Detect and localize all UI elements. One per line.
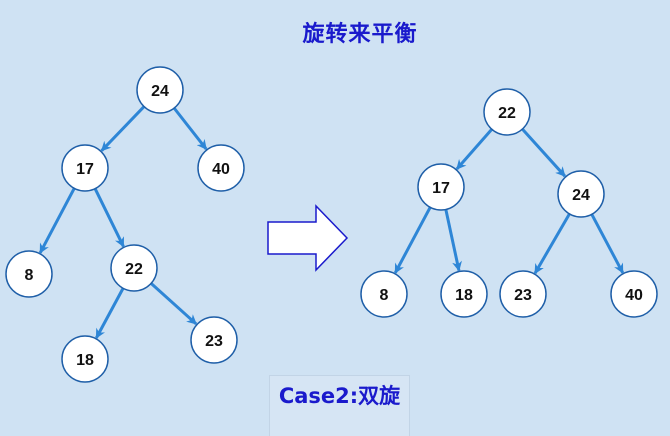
nodes-layer: 24 17 40 8 22 18 23 22 17 24 8 18 23 40 xyxy=(5,66,658,383)
before-node-40: 40 xyxy=(197,144,245,192)
edges-layer xyxy=(38,105,625,339)
before-node-18: 18 xyxy=(61,335,109,383)
diagram-title: 旋转来平衡 xyxy=(302,22,418,47)
transform-arrow xyxy=(267,204,349,272)
before-edge-b22-b18 xyxy=(95,287,125,339)
before-node-label-17: 17 xyxy=(76,161,94,178)
after-edge-a24-a40 xyxy=(590,213,625,274)
after-node-18: 18 xyxy=(440,270,488,318)
after-node-circle-22 xyxy=(483,88,531,136)
after-edge-a24-a23 xyxy=(533,213,571,275)
after-node-circle-40 xyxy=(610,270,658,318)
after-node-8: 8 xyxy=(360,270,408,318)
after-node-circle-8 xyxy=(360,270,408,318)
after-node-label-18: 18 xyxy=(455,287,473,304)
after-edge-a22-a17 xyxy=(455,128,493,170)
after-edge-a17-a18 xyxy=(444,209,462,272)
after-node-17: 17 xyxy=(417,163,465,211)
before-node-circle-23 xyxy=(190,316,238,364)
after-node-circle-24 xyxy=(557,170,605,218)
before-edge-b24-b40 xyxy=(172,107,208,151)
before-node-circle-22 xyxy=(110,244,158,292)
before-node-label-40: 40 xyxy=(212,161,230,178)
caption-box: Case2:双旋 xyxy=(269,375,410,436)
before-node-label-23: 23 xyxy=(205,333,223,350)
before-edge-b17-b8 xyxy=(38,187,76,254)
after-node-label-24: 24 xyxy=(572,187,590,204)
after-node-24: 24 xyxy=(557,170,605,218)
before-edge-b22-b23 xyxy=(150,282,198,326)
after-node-circle-18 xyxy=(440,270,488,318)
before-node-17: 17 xyxy=(61,144,109,192)
before-edge-b17-b22 xyxy=(93,187,125,248)
before-node-circle-24 xyxy=(136,66,184,114)
before-node-label-18: 18 xyxy=(76,352,94,369)
before-node-circle-18 xyxy=(61,335,109,383)
after-node-circle-23 xyxy=(499,270,547,318)
after-node-circle-17 xyxy=(417,163,465,211)
before-node-label-22: 22 xyxy=(125,261,143,278)
after-node-label-40: 40 xyxy=(625,287,643,304)
before-node-23: 23 xyxy=(190,316,238,364)
before-node-circle-17 xyxy=(61,144,109,192)
before-node-label-24: 24 xyxy=(151,83,169,100)
after-node-label-8: 8 xyxy=(380,287,389,304)
before-node-circle-40 xyxy=(197,144,245,192)
before-node-22: 22 xyxy=(110,244,158,292)
before-node-8: 8 xyxy=(5,250,53,298)
after-node-40: 40 xyxy=(610,270,658,318)
before-node-24: 24 xyxy=(136,66,184,114)
before-edge-b24-b17 xyxy=(100,105,146,152)
case-caption: Case2:双旋 xyxy=(278,384,401,408)
after-edge-a17-a8 xyxy=(393,206,432,274)
before-node-label-8: 8 xyxy=(25,267,34,284)
after-node-label-23: 23 xyxy=(514,287,532,304)
after-node-label-17: 17 xyxy=(432,180,450,197)
after-edge-a22-a24 xyxy=(521,128,567,178)
after-node-22: 22 xyxy=(483,88,531,136)
before-node-circle-8 xyxy=(5,250,53,298)
after-node-label-22: 22 xyxy=(498,105,516,122)
after-node-23: 23 xyxy=(499,270,547,318)
